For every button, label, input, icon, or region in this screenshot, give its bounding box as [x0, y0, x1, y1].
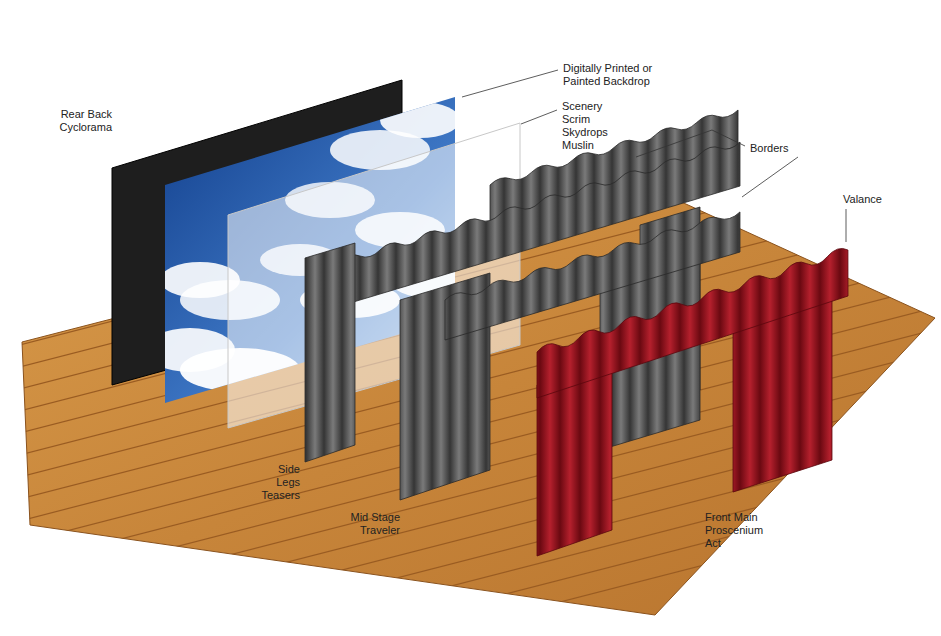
leader-lines: [462, 70, 846, 242]
leader-line: [462, 70, 558, 97]
leg-curtain: [305, 243, 355, 462]
leader-line: [742, 157, 798, 197]
part-label: Borders: [750, 142, 789, 155]
part-label: Front Main Proscenium Act: [705, 511, 763, 550]
part-label: Rear Back Cyclorama: [59, 108, 112, 134]
part-label: Scenery Scrim Skydrops Muslin: [562, 100, 608, 152]
leader-line: [636, 130, 745, 157]
leader-line: [521, 110, 557, 124]
part-label: Side Legs Teasers: [261, 463, 300, 502]
part-label: Mid Stage Traveler: [340, 511, 400, 537]
leader-line: [846, 209, 847, 242]
valance-curtain: [537, 248, 848, 398]
part-label: Digitally Printed or Painted Backdrop: [563, 62, 661, 88]
part-label: Valance: [843, 193, 882, 206]
